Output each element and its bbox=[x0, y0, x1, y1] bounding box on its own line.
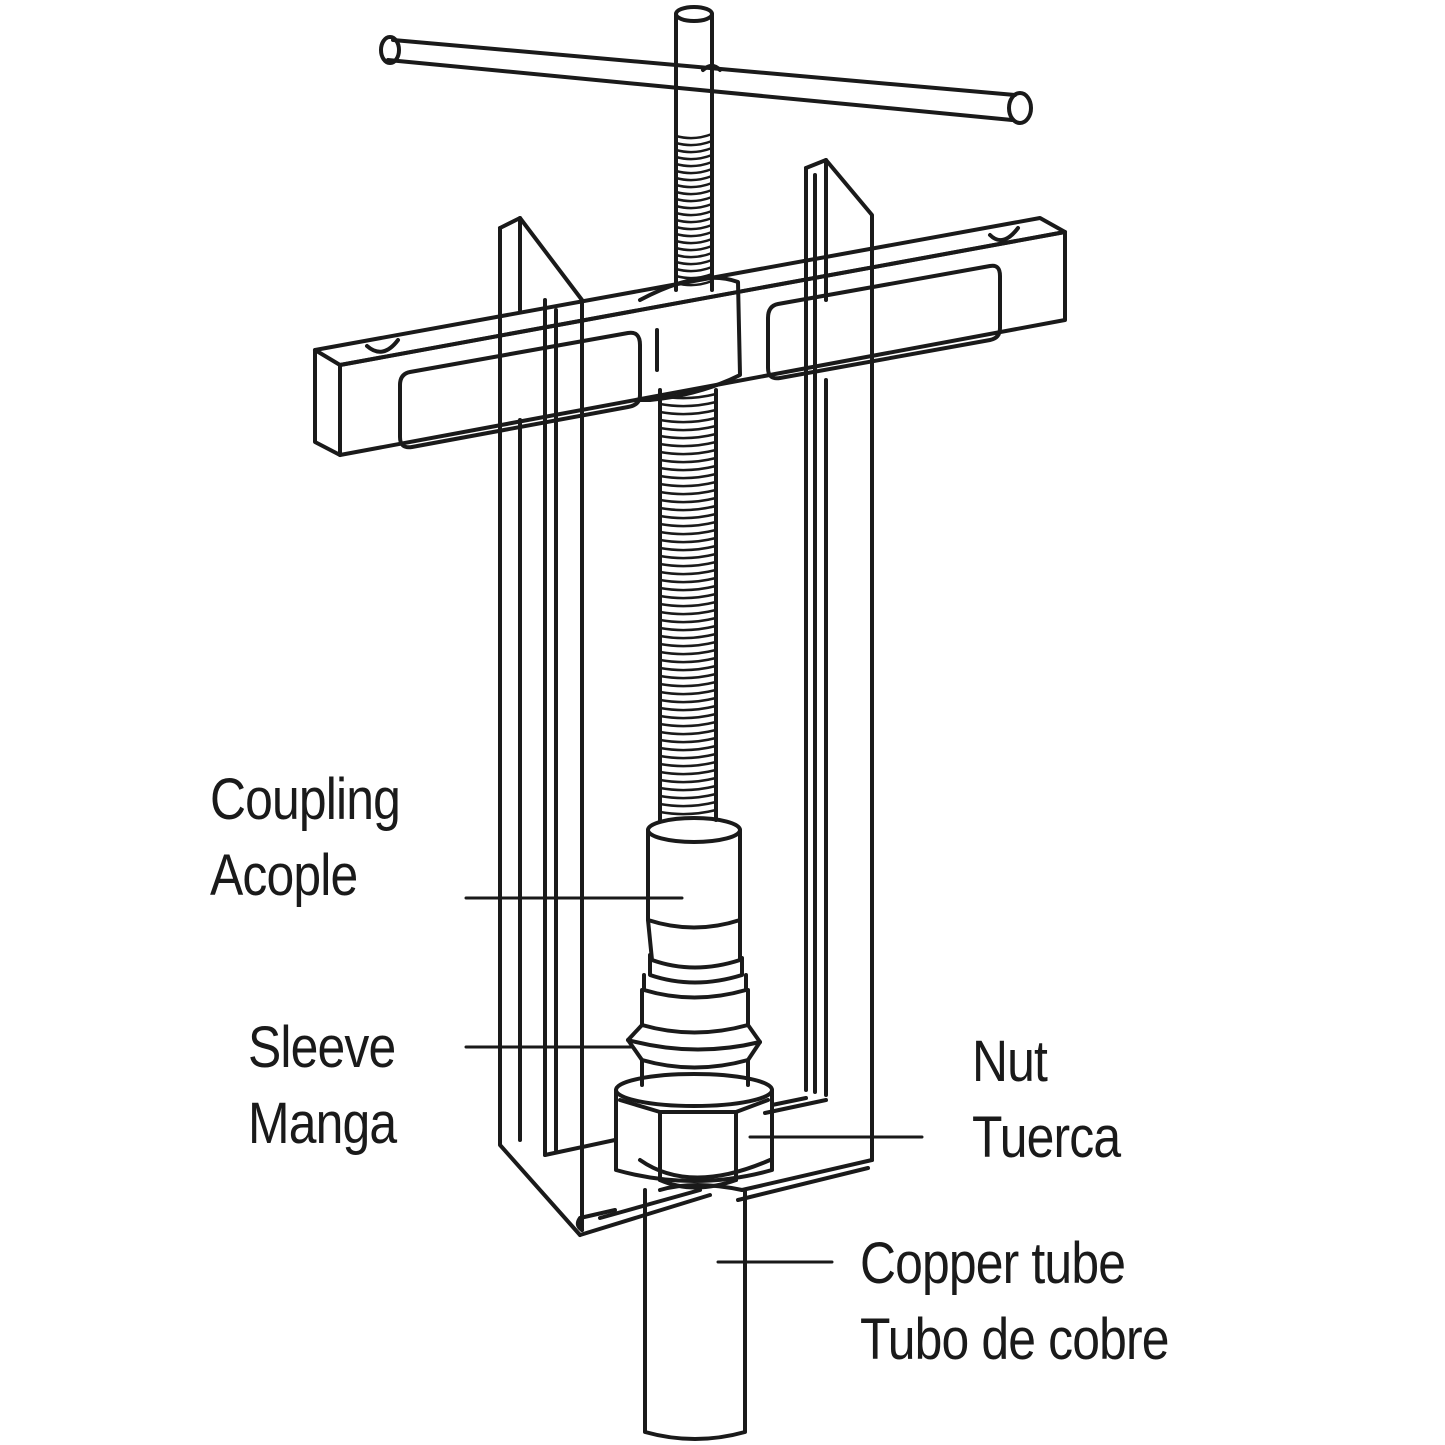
thread-ridge bbox=[674, 258, 714, 266]
thread-ridge bbox=[674, 132, 714, 140]
thread-ridge bbox=[658, 800, 718, 808]
thread-ridge bbox=[658, 512, 718, 520]
coupling-part bbox=[646, 816, 744, 985]
thread-ridge bbox=[658, 664, 718, 672]
copper-tube-part bbox=[643, 1183, 747, 1441]
sleeve-label: Sleeve Manga bbox=[248, 1010, 397, 1162]
thread-ridge bbox=[658, 440, 718, 448]
thread-ridge bbox=[674, 195, 714, 203]
thread-ridge bbox=[674, 251, 714, 259]
bracket-right bbox=[804, 158, 874, 1162]
bracket-left bbox=[498, 216, 584, 1237]
coupling-label-en: Coupling bbox=[210, 767, 401, 832]
thread-ridge bbox=[658, 720, 718, 728]
thread-ridge bbox=[674, 181, 714, 189]
thread-ridge bbox=[658, 696, 718, 704]
thread-ridge bbox=[658, 424, 718, 432]
thread-ridge bbox=[658, 672, 718, 680]
thread-ridge bbox=[658, 592, 718, 600]
leader-lines bbox=[464, 896, 924, 1264]
thread-ridge bbox=[658, 792, 718, 800]
thread-ridge bbox=[674, 146, 714, 154]
thread-ridge bbox=[658, 680, 718, 688]
thread-ridge bbox=[674, 230, 714, 238]
thread-ridge bbox=[658, 560, 718, 568]
thread-ridge bbox=[658, 760, 718, 768]
crossbar bbox=[313, 216, 1067, 457]
sleeve-part bbox=[626, 973, 762, 1087]
thread-ridge bbox=[674, 244, 714, 252]
thread-ridge bbox=[658, 448, 718, 456]
thread-ridge bbox=[658, 472, 718, 480]
thread-ridge bbox=[658, 416, 718, 424]
thread-ridge bbox=[658, 432, 718, 440]
threaded-rod bbox=[658, 5, 718, 822]
sleeve-label-en: Sleeve bbox=[248, 1015, 396, 1080]
thread-ridge bbox=[674, 216, 714, 224]
nut-label-es: Tuerca bbox=[972, 1105, 1121, 1170]
thread-ridge bbox=[674, 139, 714, 147]
bracket-bottom bbox=[543, 1096, 874, 1237]
nut-label: Nut Tuerca bbox=[972, 1024, 1121, 1176]
copper-tube-label: Copper tube Tubo de cobre bbox=[860, 1226, 1169, 1378]
sleeve-label-es: Manga bbox=[248, 1091, 397, 1156]
thread-ridge bbox=[658, 464, 718, 472]
thread-ridge bbox=[658, 688, 718, 696]
thread-ridge bbox=[658, 752, 718, 760]
thread-ridge bbox=[658, 776, 718, 784]
coupling-label-es: Acople bbox=[210, 843, 358, 908]
thread-ridge bbox=[658, 552, 718, 560]
thread-ridge bbox=[658, 568, 718, 576]
thread-ridge bbox=[658, 496, 718, 504]
thread-ridge bbox=[658, 400, 718, 408]
thread-ridge bbox=[658, 408, 718, 416]
thread-ridge bbox=[674, 153, 714, 161]
thread-ridge bbox=[674, 265, 714, 273]
thread-ridge bbox=[658, 456, 718, 464]
thread-ridge bbox=[674, 160, 714, 168]
thread-ridge bbox=[658, 712, 718, 720]
thread-ridge bbox=[658, 480, 718, 488]
copper-tube-label-es: Tubo de cobre bbox=[860, 1307, 1169, 1372]
thread-ridge bbox=[658, 544, 718, 552]
thread-ridge bbox=[674, 174, 714, 182]
copper-tube-label-en: Copper tube bbox=[860, 1231, 1126, 1296]
thread-ridge bbox=[674, 237, 714, 245]
thread-ridge bbox=[658, 632, 718, 640]
thread-ridge bbox=[674, 188, 714, 196]
thread-ridge bbox=[658, 488, 718, 496]
thread-ridge bbox=[658, 704, 718, 712]
thread-ridge bbox=[658, 640, 718, 648]
thread-ridge bbox=[658, 528, 718, 536]
thread-ridge bbox=[658, 648, 718, 656]
coupling-label: Coupling Acople bbox=[210, 762, 401, 914]
thread-ridge bbox=[658, 784, 718, 792]
thread-ridge bbox=[658, 744, 718, 752]
nut-part bbox=[614, 1072, 774, 1190]
thread-ridge bbox=[658, 736, 718, 744]
thread-ridge bbox=[658, 600, 718, 608]
thread-ridge bbox=[658, 576, 718, 584]
nut-label-en: Nut bbox=[972, 1029, 1048, 1094]
t-handle bbox=[379, 35, 1033, 125]
thread-ridge bbox=[658, 520, 718, 528]
thread-ridge bbox=[658, 768, 718, 776]
thread-ridge bbox=[674, 167, 714, 175]
thread-ridge bbox=[658, 656, 718, 664]
thread-ridge bbox=[658, 536, 718, 544]
thread-ridge bbox=[658, 616, 718, 624]
thread-ridge bbox=[658, 808, 718, 816]
thread-ridge bbox=[658, 728, 718, 736]
thread-ridge bbox=[674, 209, 714, 217]
thread-ridge bbox=[674, 223, 714, 231]
thread-ridge bbox=[658, 584, 718, 592]
thread-ridge bbox=[658, 624, 718, 632]
thread-ridge bbox=[658, 608, 718, 616]
thread-ridge bbox=[674, 202, 714, 210]
thread-ridge bbox=[658, 504, 718, 512]
